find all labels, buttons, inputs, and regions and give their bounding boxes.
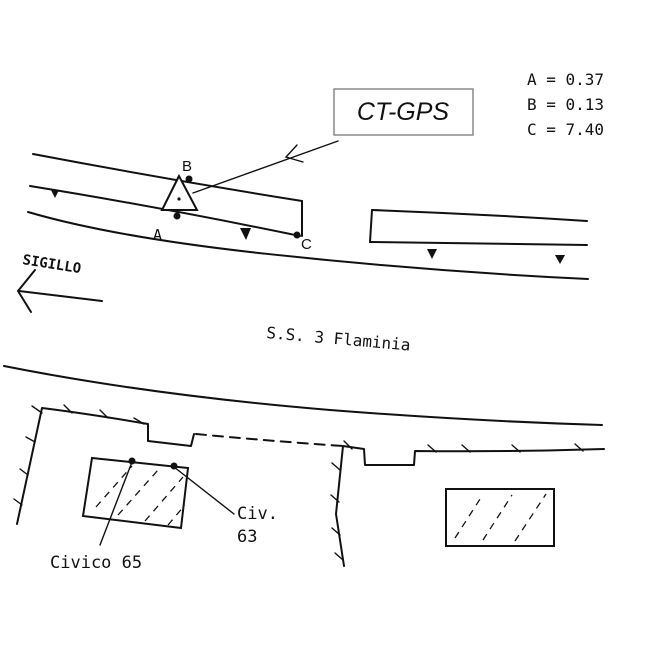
road-edge-south xyxy=(3,365,603,426)
curb-tick xyxy=(240,228,251,240)
gps-leader-line xyxy=(192,140,339,194)
civic-63-label-line1: Civ. xyxy=(237,504,278,524)
measurement-legend: A = 0.37 B = 0.13 C = 7.40 xyxy=(527,70,604,139)
arrow-left-icon xyxy=(17,269,103,313)
measurement-b: B = 0.13 xyxy=(527,95,604,114)
point-a-label: A xyxy=(153,226,162,244)
road-edge-north xyxy=(27,211,589,280)
curb-tick xyxy=(427,249,437,259)
direction-label: SIGILLO xyxy=(21,252,82,277)
road-name: S.S. 3 Flaminia xyxy=(266,323,412,355)
civic-63-label-line2: 63 xyxy=(237,527,257,547)
curb-tick xyxy=(51,190,59,198)
gps-station-label: CT-GPS xyxy=(333,88,474,136)
building-edge-ticks xyxy=(13,404,584,561)
civic-63-leader xyxy=(173,466,235,515)
point-c-label: C xyxy=(301,236,312,253)
gps-station-marker xyxy=(160,173,199,211)
civic-65-leader xyxy=(99,461,133,546)
building-outline-left xyxy=(16,407,344,525)
measurement-c: C = 7.40 xyxy=(527,120,604,139)
curb-ticks xyxy=(51,190,565,264)
building-right xyxy=(445,488,555,547)
point-c: C xyxy=(293,231,312,253)
civic-65-label: Civico 65 xyxy=(50,553,142,573)
point-b-label: B xyxy=(182,158,192,175)
gps-station-label-text: CT-GPS xyxy=(357,98,449,126)
building-civic-65 xyxy=(81,456,190,530)
north-curb-right xyxy=(369,209,588,246)
direction-indicator: SIGILLO xyxy=(17,252,103,313)
measurement-a: A = 0.37 xyxy=(527,70,604,89)
curb-tick xyxy=(555,255,565,264)
point-a: A xyxy=(153,212,181,244)
point-b: B xyxy=(182,158,193,183)
